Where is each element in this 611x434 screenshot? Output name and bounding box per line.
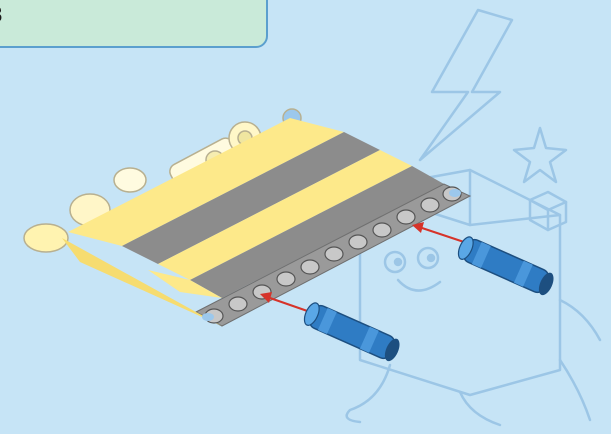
character-smile — [398, 280, 440, 291]
beam-assembly — [24, 109, 470, 326]
axle-pin-lower — [301, 301, 402, 364]
star-icon — [514, 128, 566, 182]
lightning-bolt-icon — [420, 10, 512, 160]
axle-pin-upper — [455, 235, 556, 298]
step-callout: 3 — [0, 0, 268, 48]
step-number: 3 — [0, 2, 2, 28]
